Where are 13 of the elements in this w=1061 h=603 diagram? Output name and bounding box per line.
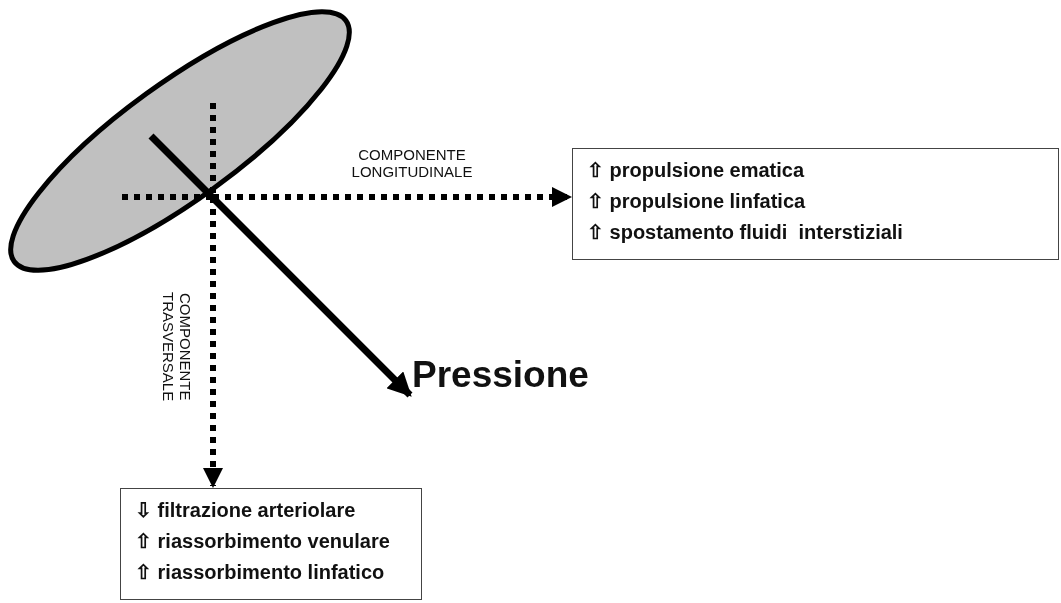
effects-box bbox=[572, 148, 1059, 260]
effect-text: ⇧ propulsione linfatica bbox=[587, 190, 807, 213]
effect-text: ⇧ spostamento fluidi interstiziali bbox=[587, 221, 904, 244]
effect-text: ⇧ riassorbimento venulare bbox=[135, 530, 391, 553]
edge-label: COMPONENTE TRASVERSALE bbox=[160, 291, 194, 404]
effect-text: ⇧ propulsione ematica bbox=[587, 159, 806, 182]
effect-text: ⇩ filtrazione arteriolare bbox=[135, 499, 357, 522]
dotted-arrow bbox=[202, 197, 224, 489]
effect-text: ⇧ riassorbimento linfatico bbox=[135, 561, 386, 584]
dotted-arrow bbox=[213, 186, 573, 208]
effects-box bbox=[120, 488, 422, 600]
pressure-label: Pressione bbox=[412, 354, 589, 396]
edge-label: COMPONENTE LONGITUDINALE bbox=[350, 146, 474, 180]
